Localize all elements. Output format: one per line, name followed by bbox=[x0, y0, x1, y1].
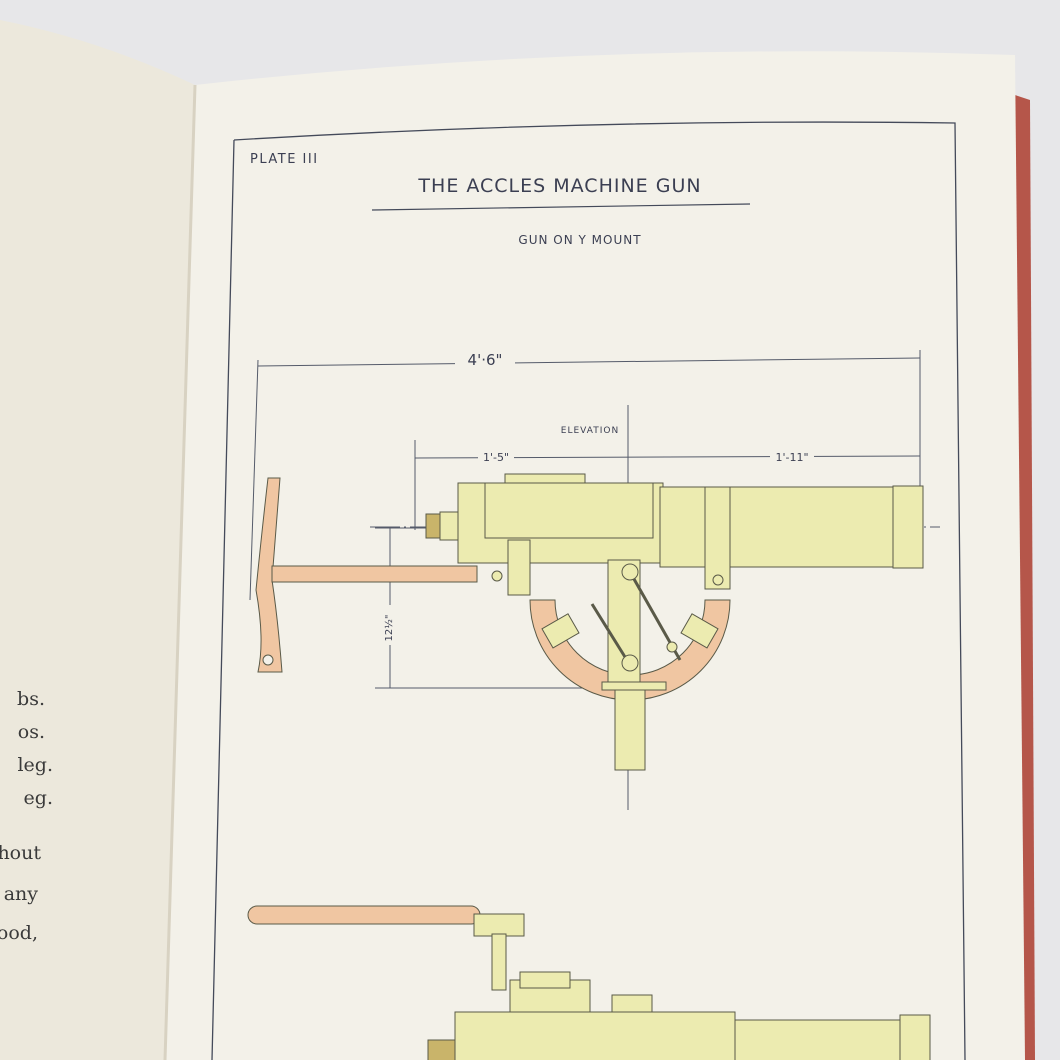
plate-subtitle: GUN ON Y MOUNT bbox=[518, 233, 641, 247]
rear-section-label: 1'-5" bbox=[483, 451, 509, 464]
title-underline bbox=[371, 203, 751, 211]
plate-number: PLATE III bbox=[250, 152, 319, 167]
text-line: ood, bbox=[0, 922, 38, 944]
overall-length-label: 4'·6" bbox=[468, 351, 503, 369]
plan-tiller-bar bbox=[247, 905, 481, 925]
shoulder-stock bbox=[255, 477, 283, 673]
left-page bbox=[0, 20, 195, 1060]
gun-elevation bbox=[255, 473, 924, 771]
text-line: eg. bbox=[23, 787, 53, 809]
elevation-label: ELEVATION bbox=[561, 426, 619, 436]
left-page-text: bs. os. leg. eg. bbox=[0, 0, 53, 1060]
barrel-casing bbox=[659, 486, 896, 568]
text-line: hout bbox=[0, 842, 41, 864]
height-label: 12½" bbox=[383, 614, 395, 641]
left-page-text-2: hout any ood, bbox=[0, 0, 58, 1060]
text-line: any bbox=[3, 883, 38, 905]
text-line: bs. bbox=[17, 688, 45, 710]
mount-spindle bbox=[614, 689, 646, 771]
tiller-bar bbox=[271, 565, 478, 583]
gun-plan-view bbox=[247, 905, 931, 1060]
gutter bbox=[163, 84, 197, 1060]
plate-border bbox=[211, 121, 966, 1060]
text-line: leg. bbox=[17, 754, 53, 776]
plate-title: THE ACCLES MACHINE GUN bbox=[417, 175, 701, 197]
front-section-label: 1'-11" bbox=[775, 451, 808, 464]
elevating-arc bbox=[529, 599, 731, 701]
text-line: os. bbox=[17, 721, 45, 743]
muzzle bbox=[892, 485, 924, 569]
